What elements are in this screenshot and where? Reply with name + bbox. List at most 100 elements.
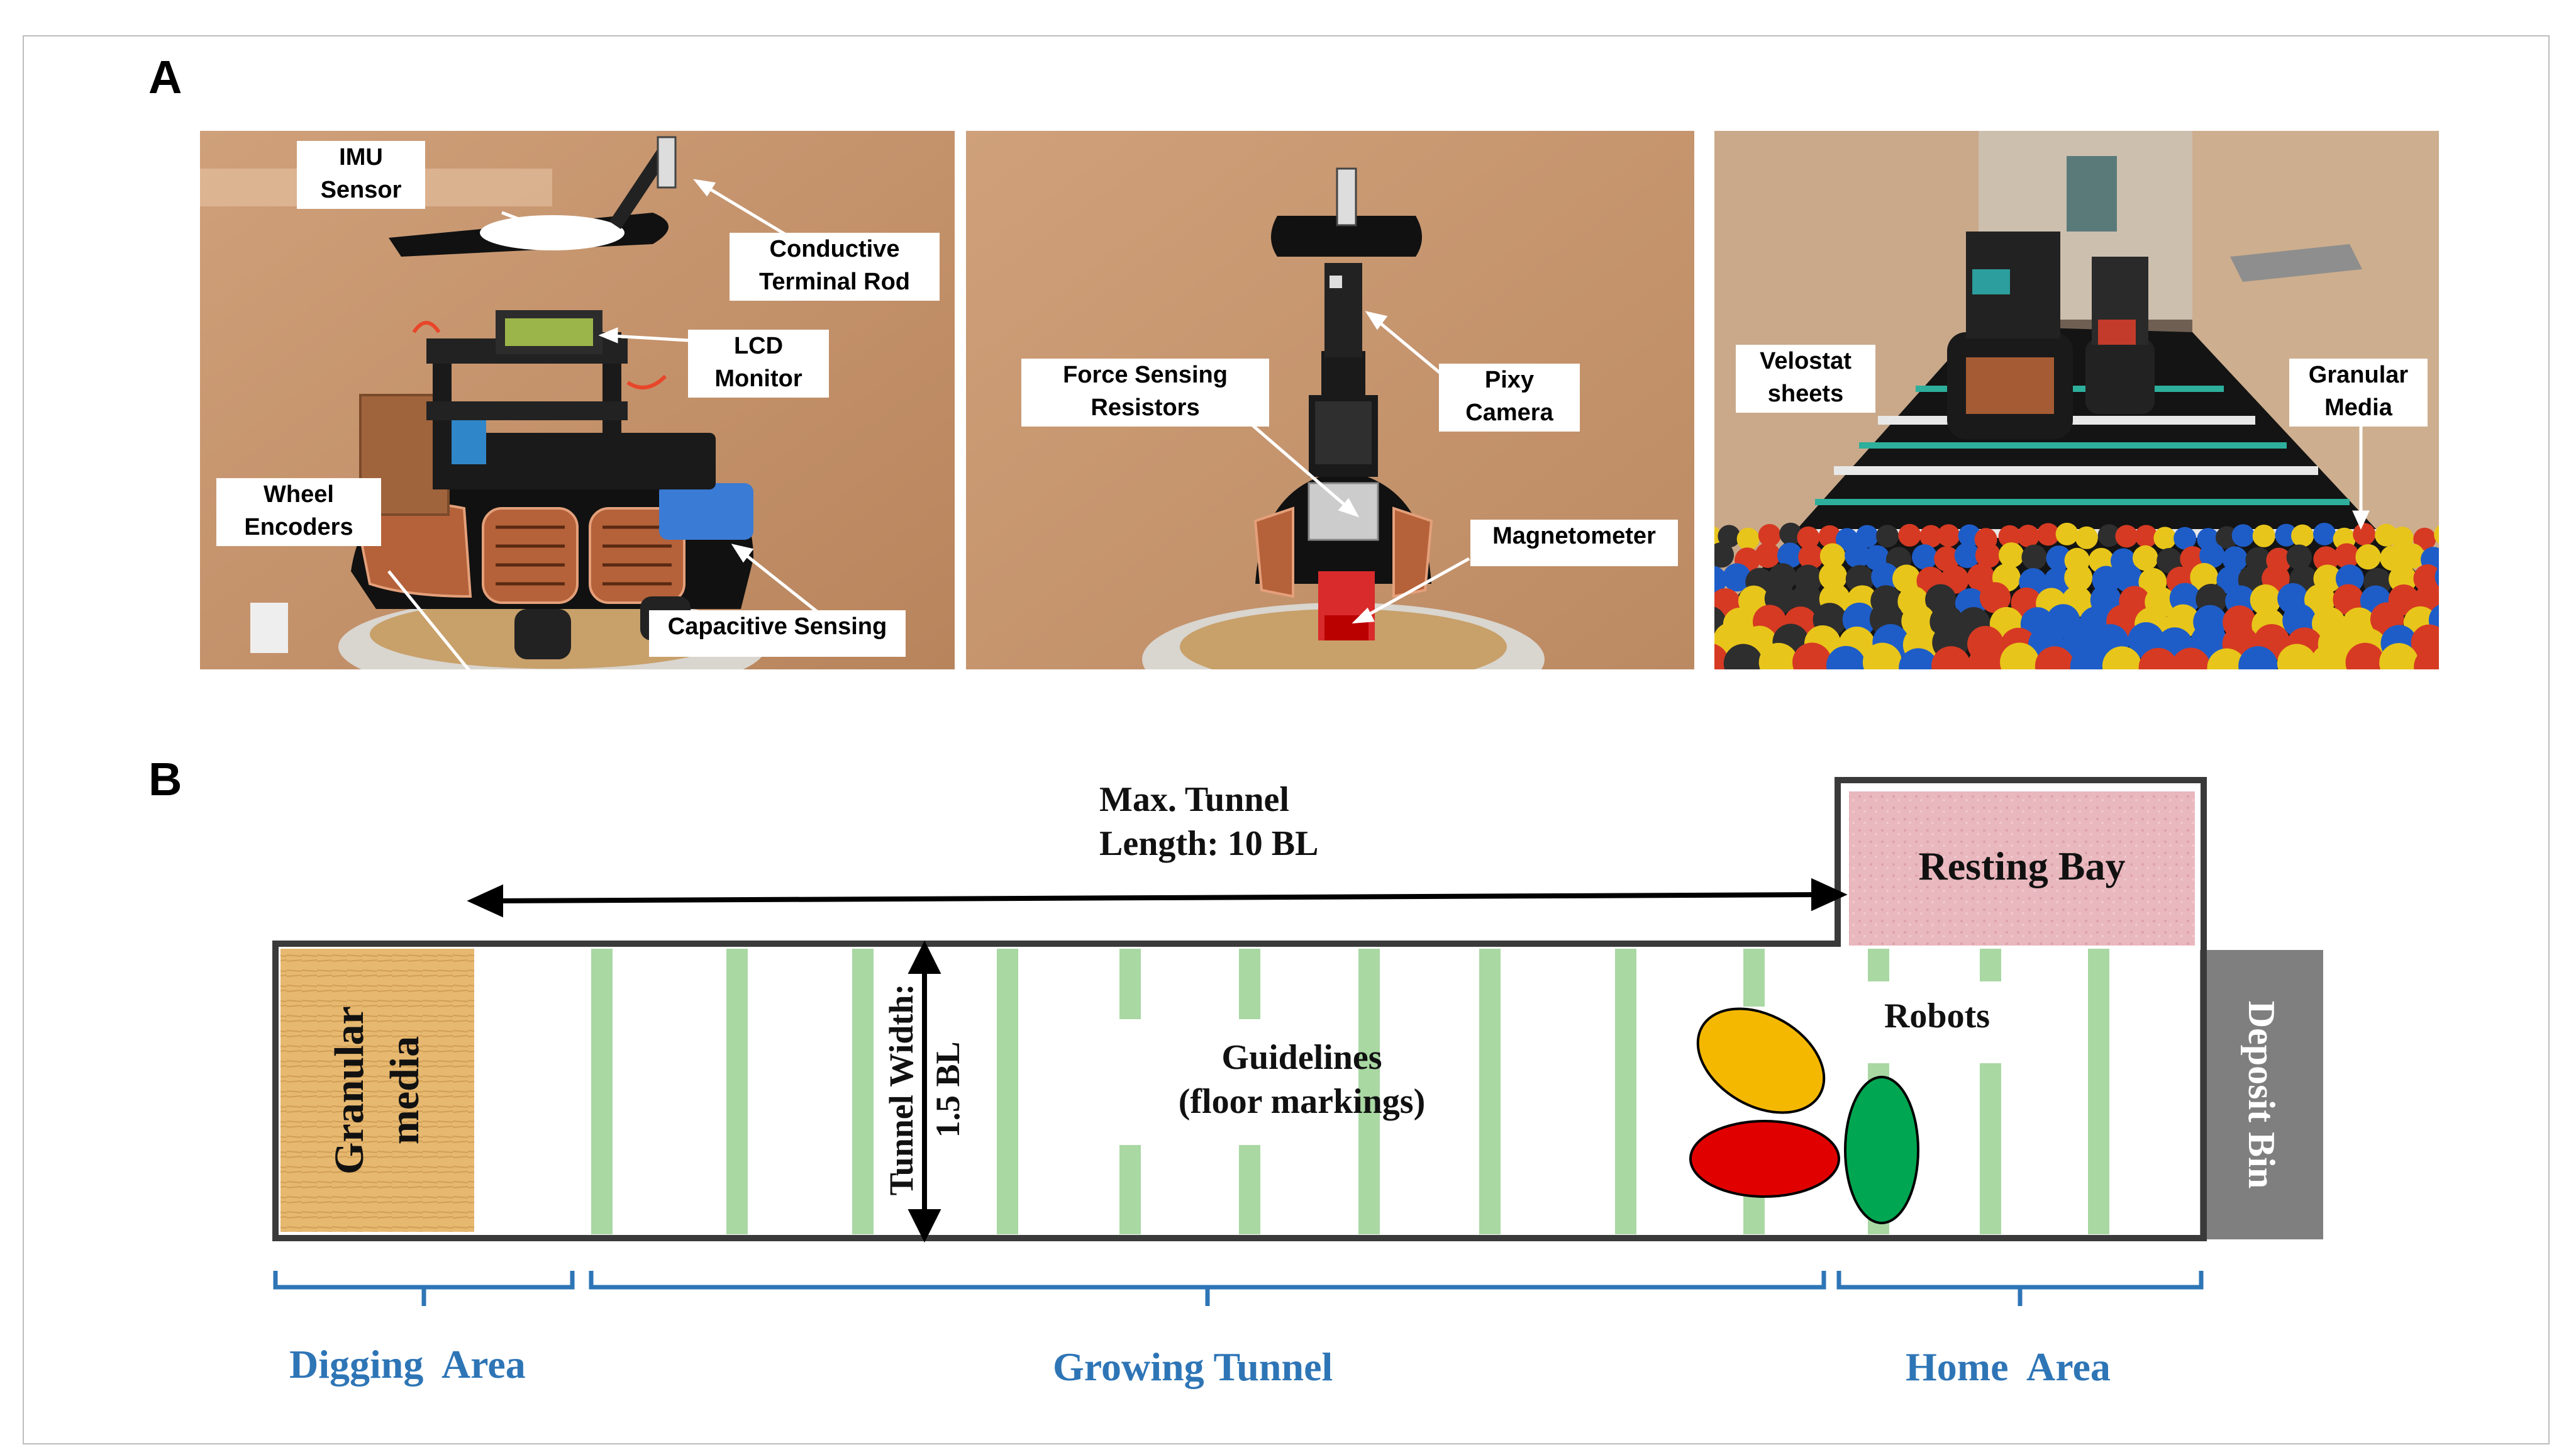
granular-ball [2138,647,2179,669]
growing-tunnel-label: Growing Tunnel [1053,1344,1333,1389]
guideline-stripe [1615,949,1636,1234]
granular-ball [2334,543,2360,569]
guideline-stripe [997,949,1018,1234]
guideline-stripe [2088,949,2109,1234]
granular-ball [2153,527,2177,550]
granular-ball [1798,544,1824,570]
callout-lcd-monitor: LCD Monitor [688,330,829,398]
granular-ball [2207,648,2246,669]
granular-ball [1876,525,1899,548]
granular-ball [2199,542,2225,568]
guideline-stripe [1239,949,1260,1019]
guideline-stripe [1980,949,2001,981]
granular-ball [2064,563,2093,592]
max-length-arrow [467,878,1848,918]
granular-ball [2021,544,2047,570]
granular-ball [2333,584,2364,615]
granular-ball [2275,523,2298,547]
callout-velostat-sheets: Velostat sheets [1736,345,1875,413]
granular-ball [1862,642,1902,669]
granular-ball [2379,643,2419,669]
guidelines-label: Guidelines (floor markings) [1178,1038,1426,1121]
granular-balls [1714,522,2439,669]
granular-ball [1755,542,1781,568]
granular-media-label: Granular media [326,1006,428,1175]
granular-ball [1975,542,2001,568]
granular-ball [1818,525,1841,548]
granular-ball [1899,648,1938,669]
guideline-stripe [726,949,748,1234]
granular-ball [2310,644,2350,669]
granular-ball [2000,642,2040,669]
granular-ball [2075,526,2098,549]
guideline-stripe [1239,1145,1260,1234]
granular-ball [2286,544,2312,570]
max-tunnel-length-label: Max. Tunnel Length: 10 BL [1099,780,1319,863]
granular-ball [2174,527,2197,550]
deposit-bin-label: Deposit Bin [2241,1000,2282,1189]
granular-ball [1777,542,1803,568]
granular-ball [1912,544,1938,570]
granular-ball [2070,646,2110,669]
granular-ball [1723,644,1763,669]
guideline-stripe [1358,949,1380,1234]
robot-yellow [1696,1007,1826,1114]
granular-ball [2434,525,2439,544]
guideline-stripe [1980,1063,2001,1234]
callout-conductive-rod: Conductive Terminal Rod [730,233,940,301]
granular-ball [1898,523,1921,547]
granular-ball [2157,547,2182,574]
granular-ball [1937,524,1960,547]
callout-wheel-encoders: Wheel Encoders [216,478,381,546]
granular-ball [1934,546,1960,572]
granular-ball [1967,645,2007,669]
granular-ball [1998,525,2021,548]
granular-ball [1714,542,1735,568]
granular-ball [2238,646,2278,669]
granular-ball [2277,644,2317,669]
granular-ball [1845,542,1870,569]
granular-ball [2380,545,2406,571]
robot-ellipses [1689,1007,1919,1224]
granular-ball [2313,522,2336,545]
granular-ball [1797,526,1820,549]
granular-ball [2171,647,2211,669]
home-area-label: Home Area [1906,1344,2111,1389]
granular-ball [2390,527,2414,550]
guideline-stripe [1119,1145,1141,1234]
tunnel-callout-arrows [2352,427,2370,530]
bracket-digging [273,1271,575,1290]
granular-ball [1819,543,1846,569]
granular-ball [2132,545,2158,571]
guideline-stripe [1119,949,1141,1019]
guideline-stripe [852,949,874,1234]
granular-ball [2399,543,2425,569]
granular-ball [2114,564,2143,593]
deposit-bin [2200,950,2323,1239]
tunnel-width-arrow [908,941,941,1243]
granular-ball [1931,646,1971,669]
panel-b-letter: B [148,753,182,805]
photo-robot-side: IMU Sensor Conductive Terminal Rod LCD M… [200,131,955,669]
granular-ball [2414,647,2439,669]
granular-ball [1919,525,1943,548]
bracket-home [1836,1271,2204,1290]
granular-ball [1892,564,1921,593]
robot-side-illustration [200,131,955,669]
granular-ball [2355,544,2381,570]
photo-robot-front: Force Sensing Resistors Pixy Camera Magn… [966,131,1694,669]
resting-bay-label: Resting Bay [1918,844,2126,888]
granular-ball [2102,646,2142,669]
granular-ball [2413,527,2436,550]
robot-red [1689,1120,1840,1198]
panel-a-letter: A [148,51,182,103]
granular-ball [2035,646,2075,669]
granular-ball [1723,563,1752,592]
granular-ball [2252,524,2275,547]
callout-capacitive-sensing: Capacitive Sensing [649,610,906,657]
photo-tunnel-media: Velostat sheets Granular Media [1714,131,2439,669]
resting-bay-fill [1849,791,2195,946]
granular-ball [2313,546,2339,572]
granular-ball [1758,642,1799,669]
